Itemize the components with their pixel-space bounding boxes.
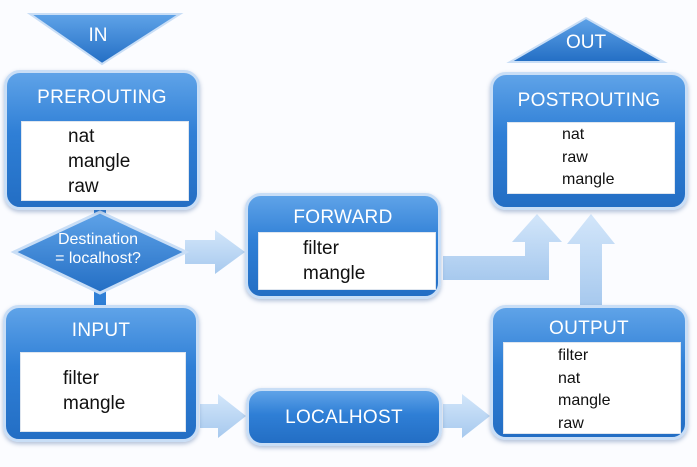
chain-postrouting: POSTROUTING nat raw mangle <box>490 72 688 210</box>
table-item: raw <box>68 176 99 197</box>
table-item: raw <box>558 414 584 432</box>
arrow-localhost-to-output <box>443 394 490 438</box>
table-list: filter nat mangle raw <box>503 342 681 434</box>
chain-title: INPUT <box>71 320 131 341</box>
arrow-forward-to-postrouting <box>443 214 562 280</box>
chain-forward: FORWARD filter mangle <box>245 193 441 299</box>
out-triangle <box>506 16 668 63</box>
decision-diamond <box>10 210 190 295</box>
decision-line-1: Destination <box>57 231 139 248</box>
table-list: nat mangle raw <box>21 121 189 201</box>
table-list: filter mangle <box>20 352 186 432</box>
table-list: nat raw mangle <box>507 122 675 194</box>
table-item: filter <box>303 238 339 259</box>
arrow-input-to-localhost <box>200 394 246 438</box>
table-item: mangle <box>558 392 611 409</box>
table-item: raw <box>562 148 588 166</box>
in-triangle <box>26 13 184 66</box>
chain-localhost: LOCALHOST <box>246 388 442 446</box>
table-item: filter <box>63 368 99 389</box>
decision-label: Destination = localhost? <box>18 230 178 268</box>
out-label: OUT <box>565 32 607 53</box>
chain-output: OUTPUT filter nat mangle raw <box>490 305 688 440</box>
table-item: mangle <box>303 263 366 284</box>
chain-title: PREROUTING <box>37 87 167 108</box>
table-item: mangle <box>68 151 131 172</box>
chain-title: POSTROUTING <box>517 90 661 111</box>
table-item: filter <box>558 347 589 364</box>
chain-input: INPUT filter mangle <box>3 305 199 442</box>
in-label: IN <box>88 25 108 46</box>
arrow-output-to-postrouting <box>567 214 615 305</box>
table-item: nat <box>562 126 585 143</box>
table-item: mangle <box>63 393 126 414</box>
arrow-decision-to-forward <box>185 230 245 274</box>
chain-title: LOCALHOST <box>285 407 403 428</box>
table-item: mangle <box>562 171 615 188</box>
table-list: filter mangle <box>258 232 436 290</box>
chain-prerouting: PREROUTING nat mangle raw <box>4 70 200 210</box>
chain-title: OUTPUT <box>549 318 629 339</box>
decision-line-2: = localhost? <box>55 250 141 267</box>
table-item: nat <box>558 369 581 387</box>
chain-title: FORWARD <box>293 207 393 228</box>
table-item: nat <box>68 126 95 147</box>
